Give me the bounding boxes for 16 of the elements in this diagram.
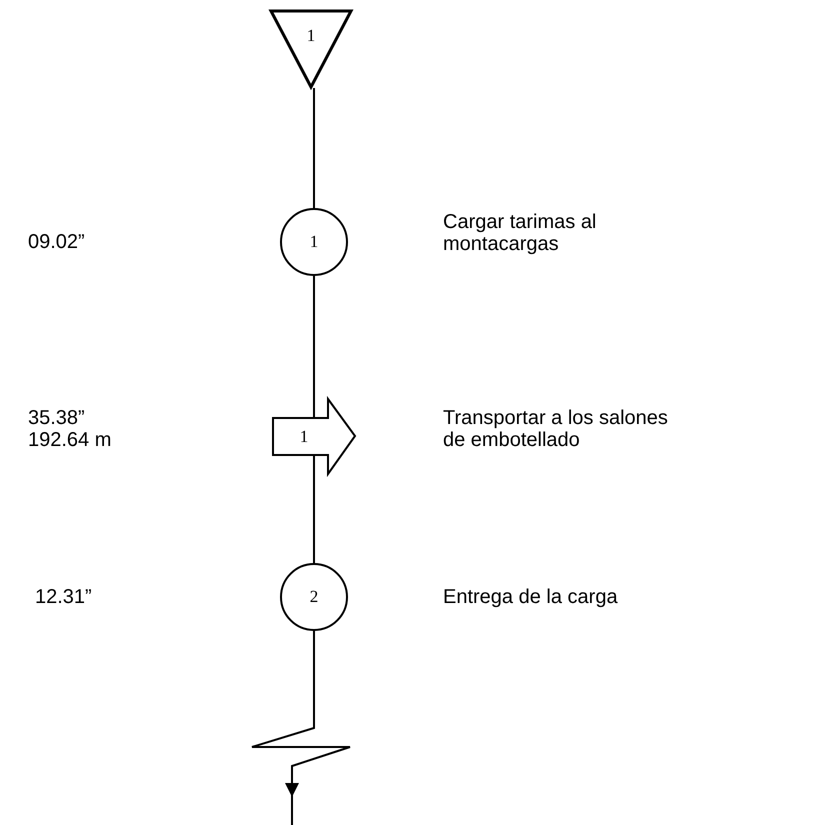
step-number: 1 xyxy=(306,26,316,46)
time-note: 09.02” xyxy=(28,231,86,253)
flow-line xyxy=(251,631,351,797)
step-number: 2 xyxy=(310,587,318,607)
flow-line xyxy=(313,276,315,418)
step-number: 1 xyxy=(300,427,308,447)
time-distance-note: 35.38” 192.64 m xyxy=(28,407,112,451)
storage-triangle xyxy=(270,10,352,88)
time-note: 12.31” xyxy=(35,586,93,608)
transport-arrow xyxy=(272,398,356,476)
step-description: Entrega de la carga xyxy=(443,586,619,608)
flow-line xyxy=(313,88,315,208)
step-description: Cargar tarimas al montacargas xyxy=(443,211,598,255)
step-number: 1 xyxy=(310,232,318,252)
step-description: Transportar a los salones de embotellado xyxy=(443,407,669,451)
flow-line xyxy=(313,455,315,563)
